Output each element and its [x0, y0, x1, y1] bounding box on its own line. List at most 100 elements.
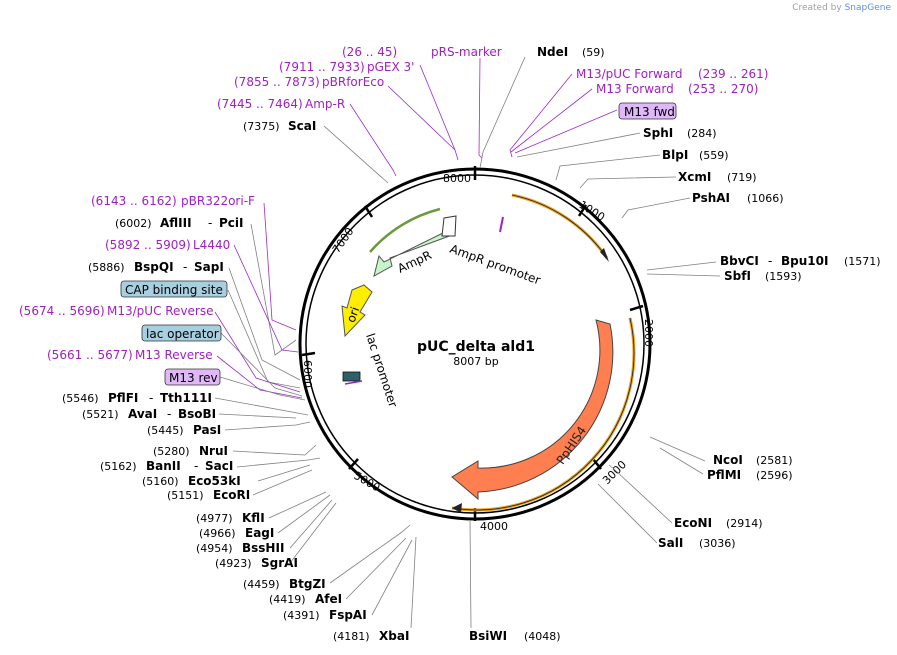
label-m13-puc-forward: M13/pUC Forward [576, 67, 683, 81]
bottom-labels: BsiWI (4048) [469, 629, 561, 643]
label-pos-bbvci: (1571) [844, 255, 881, 268]
label-nrui: NruI [199, 444, 228, 458]
label-eco53ki: Eco53kI [188, 474, 241, 488]
label-pos-ncoi: (2581) [756, 454, 793, 467]
tick-label-6000: 6000 [301, 360, 314, 388]
label-pos-bspqi: (5886) [88, 261, 125, 274]
lac-operator-box [141, 324, 222, 342]
label-l4440: L4440 [193, 238, 230, 252]
label-m13-fwd: M13 fwd [624, 105, 675, 119]
tick-label-2000: 2000 [642, 319, 655, 347]
label-tth111i: Tth111I [160, 391, 212, 405]
label-pbrforeco: pBRforEco [322, 75, 384, 89]
label-pos-avai: (5521) [82, 408, 119, 421]
tick-label-5000: 5000 [352, 469, 383, 494]
label-btgzi: BtgZI [289, 577, 326, 591]
label-pos-pflfi: (5546) [62, 392, 99, 405]
label-blpi: BlpI [662, 148, 688, 162]
label-prs-marker: pRS-marker [431, 45, 502, 59]
label-fspai: FspAI [329, 608, 367, 622]
label-lac-operator: lac operator [146, 327, 219, 341]
ampr-promoter-line [369, 207, 441, 253]
misc-arc-bottom-inner [451, 317, 635, 511]
label-pos-ecori: (5151) [167, 489, 204, 502]
leader-lines [214, 56, 721, 629]
label-pcii: PciI [219, 216, 244, 230]
label-pos-pgex3: (7911 .. 7933) [279, 60, 365, 74]
misc-arc-top-inner [511, 194, 608, 259]
tick-label-1000: 1000 [577, 198, 608, 224]
label-pos-sbfi: (1593) [765, 270, 802, 283]
label-econi: EcoNI [674, 516, 712, 530]
label-bsobi: BsoBI [178, 407, 216, 421]
label-bspqi: BspQI [134, 260, 174, 274]
primer-mark-right [499, 216, 504, 233]
label-pos-nrui: (5280) [153, 445, 190, 458]
label-pos-m13-puc-reverse: (5674 .. 5696) [19, 304, 105, 318]
label-pshai: PshAI [692, 191, 730, 205]
label-pos-btgzi: (4459) [243, 578, 280, 591]
tick-label-4000: 4000 [480, 520, 508, 533]
label-afei: AfeI [315, 592, 342, 606]
label-pos-sgrai: (4923) [215, 557, 252, 570]
label-bsiwi: BsiWI [469, 629, 507, 643]
ampr-promoter-box [441, 215, 457, 237]
label-m13-forward: M13 Forward [596, 82, 674, 96]
label-pos-pflmi: (2596) [756, 469, 793, 482]
label-kfli: KflI [242, 511, 265, 525]
snapgene-logo: SnapGene [844, 3, 891, 13]
label-pos-pbr322ori-f: (6143 .. 6162) [91, 194, 177, 208]
label-m13-reverse: M13 Reverse [135, 348, 213, 362]
label-bpu10i: Bpu10I [781, 254, 828, 268]
top-labels: (26 .. 45) pRS-marker (7911 .. 7933) pGE… [217, 45, 502, 133]
misc-arc-bottom-head [452, 503, 462, 513]
ori-label: ori [344, 305, 362, 324]
label-ndei: NdeI [537, 45, 568, 59]
label-pos-ndei: (59) [582, 46, 605, 59]
label-xbai: XbaI [379, 629, 409, 643]
label-pos-sphi: (284) [687, 127, 717, 140]
label-ecori: EcoRI [213, 488, 250, 502]
label-pos-scai: (7375) [243, 120, 280, 133]
label-m13-rev: M13 rev [169, 371, 218, 385]
label-afliii: AflIII [160, 216, 192, 230]
label-dash-banii: - [194, 459, 198, 473]
label-pgex3: pGEX 3' [367, 60, 414, 74]
label-pos-xcmi: (719) [727, 171, 757, 184]
label-pos-prs-marker: (26 .. 45) [342, 45, 397, 59]
label-pbr322ori-f: pBR322ori-F [181, 194, 255, 208]
label-pos-fspai: (4391) [283, 609, 320, 622]
label-eagi: EagI [245, 526, 274, 540]
label-pos-amp-r: (7445 .. 7464) [217, 97, 303, 111]
ori-arrow [341, 284, 373, 338]
label-pos-m13-forward: (253 .. 270) [688, 82, 758, 96]
label-pos-blpi: (559) [699, 149, 729, 162]
plasmid-name: pUC_delta ald1 [417, 339, 535, 355]
label-scai: ScaI [288, 119, 316, 133]
label-dash-bspqi: - [183, 260, 187, 274]
plasmid-size: 8007 bp [453, 355, 498, 368]
label-dash-pflfi: - [149, 391, 153, 405]
label-m13-puc-reverse: M13/pUC Reverse [107, 304, 214, 318]
tick-marks [301, 166, 644, 521]
label-pos-eco53ki: (5160) [142, 475, 179, 488]
label-cap-binding-site: CAP binding site [125, 283, 223, 297]
label-avai: AvaI [128, 407, 157, 421]
m13-fwd-box [618, 102, 677, 120]
label-xcmi: XcmI [678, 170, 711, 184]
label-pos-econi: (2914) [726, 517, 763, 530]
label-pos-afei: (4419) [269, 593, 306, 606]
label-sali: SalI [658, 536, 683, 550]
label-ncoi: NcoI [713, 453, 743, 467]
lac-promoter-label: lac promoter [363, 332, 400, 409]
label-bsshii: BssHII [242, 541, 284, 555]
label-pos-bsshii: (4954) [196, 542, 233, 555]
ampr-label: AmpR [395, 248, 433, 276]
label-pos-m13-puc-forward: (239 .. 261) [698, 67, 768, 81]
label-pflfi: PflFI [108, 391, 138, 405]
label-dash-afliii: - [208, 216, 212, 230]
label-pos-m13-reverse: (5661 .. 5677) [47, 348, 133, 362]
label-pos-pbrforeco: (7855 .. 7873) [234, 75, 320, 89]
tick-label-8000: 8000 [443, 172, 471, 185]
